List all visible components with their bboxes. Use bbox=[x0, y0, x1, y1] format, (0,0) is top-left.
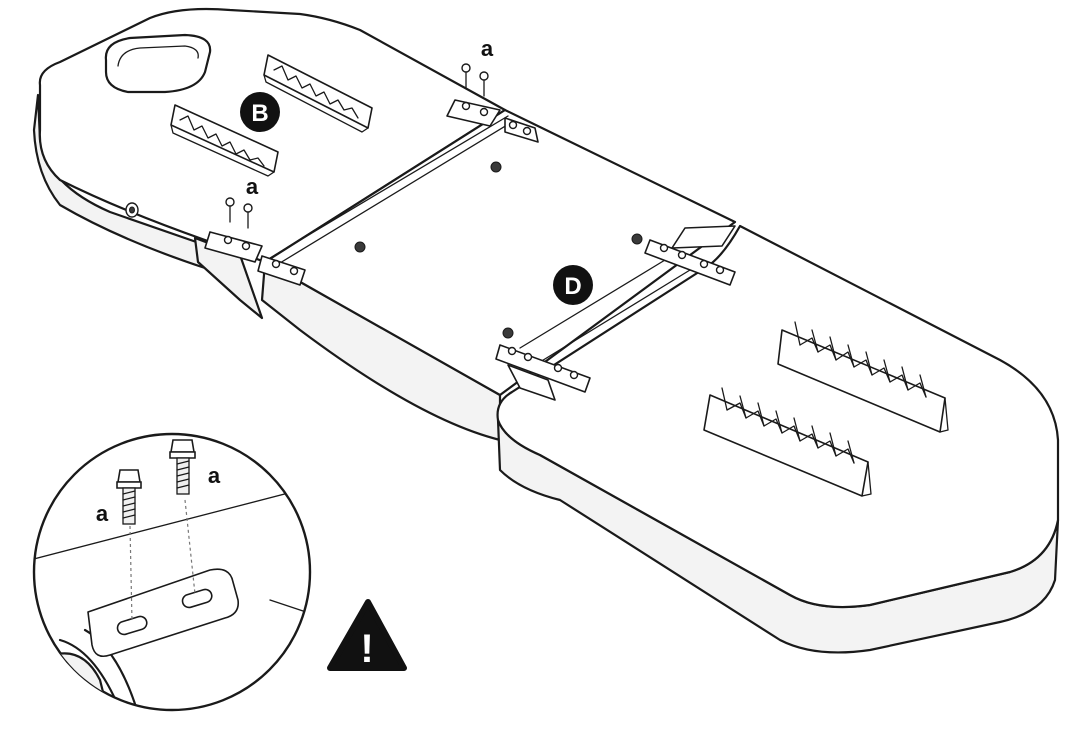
plate-bolt bbox=[490, 161, 502, 173]
plate-bolt bbox=[354, 241, 366, 253]
warning-triangle-icon: ! bbox=[327, 599, 407, 671]
comb-rail-head-upper bbox=[263, 54, 373, 133]
comb-rail-leg-lower bbox=[703, 387, 872, 497]
bracket-leg-top bbox=[644, 225, 736, 286]
screw-a-top-label: a bbox=[481, 36, 494, 61]
warning-symbol: ! bbox=[360, 627, 373, 671]
comb-rail-head-lower bbox=[170, 104, 279, 177]
bracket-head-top bbox=[446, 99, 539, 143]
part-d-label: D bbox=[564, 273, 581, 300]
part-b-badge: B bbox=[240, 92, 280, 132]
bracket-leg-bottom bbox=[495, 344, 591, 401]
screw-a-left-label: a bbox=[246, 174, 259, 199]
inset-a-right-label: a bbox=[208, 463, 221, 488]
head-section bbox=[32, 7, 507, 270]
inset-screw-left bbox=[116, 469, 142, 525]
bracket-head-bottom bbox=[193, 231, 306, 320]
middle-section bbox=[260, 108, 737, 442]
detail-inset: a a bbox=[32, 432, 312, 712]
part-b-label: B bbox=[251, 100, 268, 127]
screw-pair-left: a bbox=[225, 174, 259, 229]
part-d-badge: D bbox=[553, 265, 593, 305]
screw-pair-top: a bbox=[461, 36, 494, 97]
inset-screw-right bbox=[169, 439, 196, 495]
plate-bolt bbox=[502, 327, 514, 339]
comb-rail-leg-upper bbox=[777, 321, 949, 433]
inset-a-left-label: a bbox=[96, 501, 109, 526]
plate-bolt bbox=[631, 233, 643, 245]
